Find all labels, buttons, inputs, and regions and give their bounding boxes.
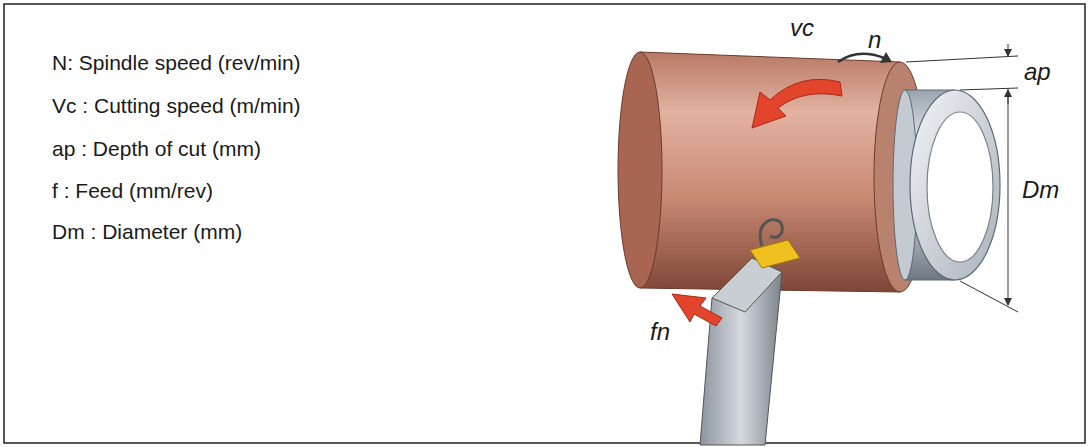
extension-line: [960, 88, 1018, 90]
tool-holder-top: [712, 258, 782, 312]
extension-line: [960, 281, 1018, 312]
dimension-arrowhead: [1004, 49, 1012, 57]
frame-border: [4, 4, 1085, 443]
workpiece-body: [640, 52, 900, 292]
cutting-insert: [750, 240, 800, 268]
symbol-definition: ap : Depth of cut (mm): [52, 136, 261, 161]
rotation-arrow: [838, 54, 884, 62]
symbol-label: n: [868, 26, 881, 55]
tool-holder: [700, 258, 782, 445]
feed-arrow: [672, 294, 722, 326]
symbol-label: Dm: [1022, 176, 1059, 205]
bore: [927, 112, 993, 262]
chip: [760, 220, 782, 246]
rotation-arrowhead: [880, 52, 892, 63]
symbol-definition: Vc : Cutting speed (m/min): [52, 93, 301, 118]
symbol-definition: N: Spindle speed (rev/min): [52, 50, 301, 75]
cutting-speed-arrow: [752, 79, 842, 128]
dimension-line: [1008, 92, 1009, 305]
symbol-label: vc: [790, 14, 814, 43]
dimension-arrowhead: [1004, 298, 1012, 306]
symbol-label: fn: [650, 318, 670, 347]
machined-face: [910, 90, 1000, 280]
symbol-label: ap: [1024, 58, 1051, 87]
extension-line: [906, 56, 1018, 62]
symbol-definition: Dm : Diameter (mm): [52, 219, 242, 244]
workpiece-end: [618, 52, 662, 288]
symbol-definition: f : Feed (mm/rev): [52, 178, 213, 203]
